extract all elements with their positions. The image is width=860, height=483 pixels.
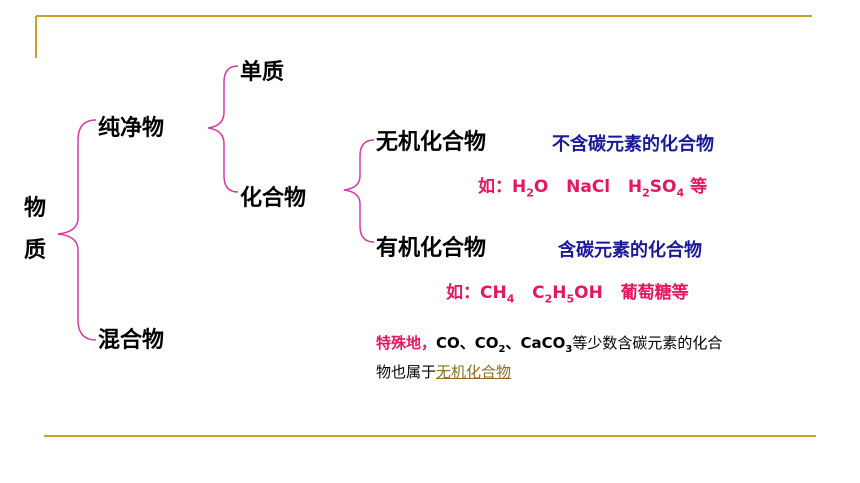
glucose-label: 葡萄糖等 [620, 283, 689, 303]
formula-nacl: NaCl [566, 177, 611, 197]
pure-substance-label: 纯净物 [98, 116, 165, 141]
formula-h2o: H2O [512, 177, 549, 200]
inorganic-compound-link[interactable]: 无机化合物 [436, 363, 512, 381]
example-prefix: 如： [446, 283, 480, 303]
special-note-line-2: 物也属于无机化合物 [376, 363, 512, 381]
inorganic-examples: 如：H2O NaCl H2SO4 等 [478, 172, 707, 199]
inorganic-compound-label: 无机化合物 [376, 130, 487, 155]
special-note: 特殊地，CO、CO2、CaCO3等少数含碳元素的化合 物也属于无机化合物 [376, 332, 722, 383]
formula-ch4: CH4 [480, 283, 515, 306]
root-char-1: 物 [24, 196, 47, 221]
organic-compound-label: 有机化合物 [376, 236, 487, 261]
root-char-2: 质 [24, 238, 47, 263]
special-note-lead: 特殊地， [376, 334, 437, 352]
compound-brace [343, 139, 375, 243]
pure-brace [207, 65, 239, 193]
special-note-line-1: 特殊地，CO、CO2、CaCO3等少数含碳元素的化合 [376, 334, 723, 355]
formula-ethanol: C2H5OH [532, 283, 603, 306]
organic-description: 含碳元素的化合物 [558, 240, 702, 261]
root-brace [57, 119, 97, 341]
mixture-label: 混合物 [98, 328, 165, 353]
element-label: 单质 [240, 60, 285, 85]
formula-co2: CO2 [474, 334, 506, 355]
inorganic-description: 不含碳元素的化合物 [552, 134, 714, 155]
formula-caco3: CaCO3 [520, 334, 573, 355]
organic-examples: 如：CH4 C2H5OH 葡萄糖等 [446, 278, 689, 305]
compound-label: 化合物 [240, 186, 307, 211]
example-prefix: 如： [478, 177, 512, 197]
formula-h2so4: H2SO4 [627, 177, 685, 200]
example-suffix: 等 [690, 177, 708, 197]
